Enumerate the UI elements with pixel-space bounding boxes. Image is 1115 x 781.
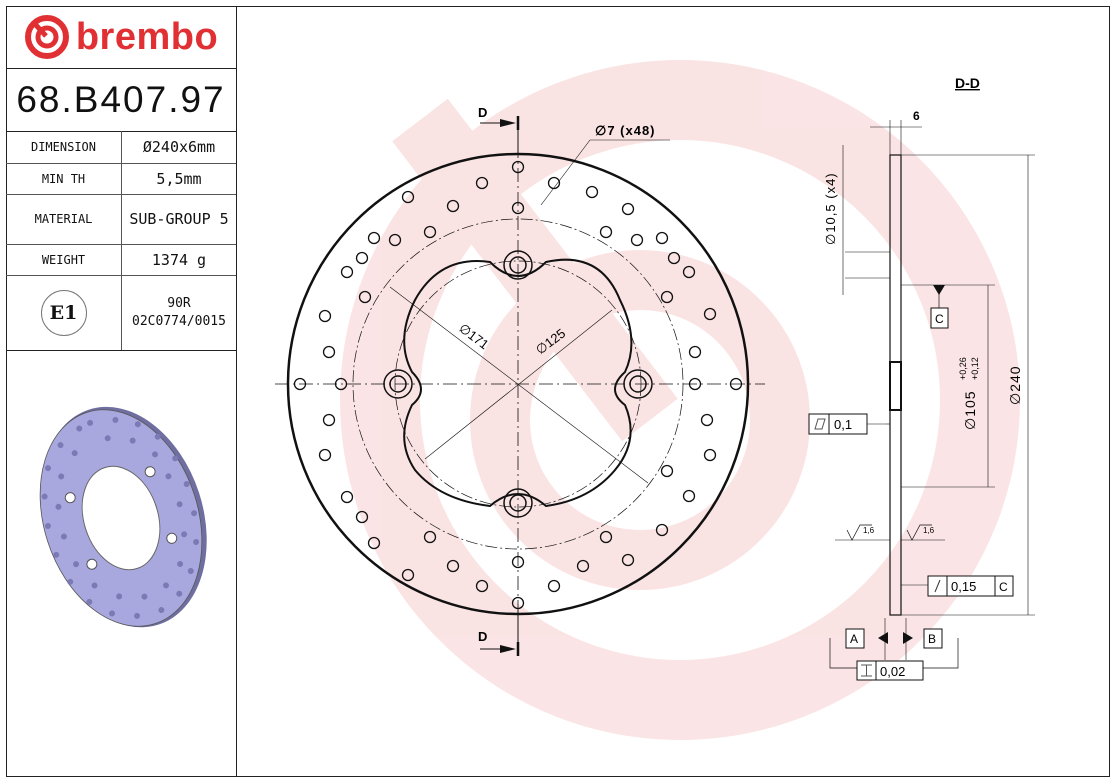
svg-text:C: C bbox=[935, 312, 944, 326]
roughness-right: 1,6 bbox=[906, 524, 935, 541]
svg-text:D: D bbox=[478, 629, 487, 644]
thickness-dim: 6 bbox=[913, 109, 920, 123]
spec-value: 5,5mm bbox=[121, 163, 236, 195]
datum-a-triangle-icon bbox=[878, 632, 888, 644]
spec-value: 1374 g bbox=[121, 244, 236, 276]
datum-c-triangle-icon bbox=[933, 285, 945, 295]
datum-c-box: C bbox=[930, 307, 949, 329]
e1-mark: E1 bbox=[40, 289, 87, 336]
homologation-number: 02C0774/0015 bbox=[132, 313, 226, 329]
runout-symbol-icon bbox=[934, 579, 941, 593]
disc-3d-render bbox=[39, 406, 207, 628]
spec-row: MATERIAL SUB-GROUP 5 bbox=[6, 194, 236, 245]
datum-b-box: B bbox=[923, 628, 943, 649]
homologation-code: 90R bbox=[167, 295, 191, 311]
spec-row: WEIGHT 1374 g bbox=[6, 244, 236, 276]
section-view bbox=[829, 120, 1035, 669]
spec-label: DIMENSION bbox=[6, 131, 122, 164]
outer-dia-dim: ∅240 bbox=[1007, 365, 1023, 405]
svg-text:B: B bbox=[928, 632, 936, 646]
datum-a-box: A bbox=[845, 628, 865, 649]
runout-frame: 0,15 C bbox=[927, 575, 1014, 597]
section-marker-bottom: D bbox=[478, 629, 520, 656]
spec-table: DIMENSION Ø240x6mm MIN TH 5,5mm MATERIAL… bbox=[6, 131, 236, 351]
title-block: brembo 68.B407.97 DIMENSION Ø240x6mm MIN… bbox=[6, 6, 237, 777]
bore-tol-lower: +0,12 bbox=[970, 357, 980, 380]
holes-callout: ∅7 (x48) bbox=[595, 123, 656, 138]
parallelism-symbol-icon bbox=[861, 664, 872, 677]
section-title: D-D bbox=[955, 75, 980, 91]
mount-holes-dim: ∅10,5 (x4) bbox=[823, 172, 838, 245]
roughness-left: 1,6 bbox=[846, 524, 875, 541]
spec-row: MIN TH 5,5mm bbox=[6, 163, 236, 195]
bore-tol-upper: +0,26 bbox=[958, 357, 968, 380]
spec-value: SUB-GROUP 5 bbox=[121, 194, 236, 245]
spec-label: WEIGHT bbox=[6, 244, 122, 276]
svg-text:1,6: 1,6 bbox=[863, 526, 875, 535]
datum-b-triangle-icon bbox=[903, 632, 913, 644]
svg-text:0,1: 0,1 bbox=[834, 417, 852, 432]
part-number: 68.B407.97 bbox=[6, 68, 236, 132]
brand-logo: brembo bbox=[6, 6, 236, 69]
spec-label: MIN TH bbox=[6, 163, 122, 195]
svg-text:1,6: 1,6 bbox=[923, 526, 935, 535]
svg-text:A: A bbox=[850, 632, 858, 646]
spec-label: MATERIAL bbox=[6, 194, 122, 245]
flatness-frame: 0,1 bbox=[808, 413, 868, 435]
spec-row: DIMENSION Ø240x6mm bbox=[6, 131, 236, 164]
technical-drawing: D D ∅7 (x48) ∅171 ∅125 bbox=[275, 60, 1035, 740]
parallelism-frame: 0,02 bbox=[856, 660, 924, 681]
brand-name: brembo bbox=[75, 15, 219, 58]
brembo-logo-icon bbox=[24, 15, 69, 59]
drawing-frame bbox=[6, 6, 1110, 777]
bore-dim: ∅105 bbox=[962, 390, 978, 430]
section-marker-top: D bbox=[478, 105, 520, 130]
svg-text:C: C bbox=[999, 580, 1008, 594]
homologation-row: E1 90R 02C0774/0015 bbox=[6, 275, 236, 351]
flatness-symbol-icon bbox=[814, 418, 826, 430]
svg-text:0,15: 0,15 bbox=[951, 579, 976, 594]
front-view bbox=[275, 118, 765, 650]
spec-value: Ø240x6mm bbox=[121, 131, 236, 164]
svg-text:0,02: 0,02 bbox=[880, 664, 905, 679]
svg-text:D: D bbox=[478, 105, 487, 120]
